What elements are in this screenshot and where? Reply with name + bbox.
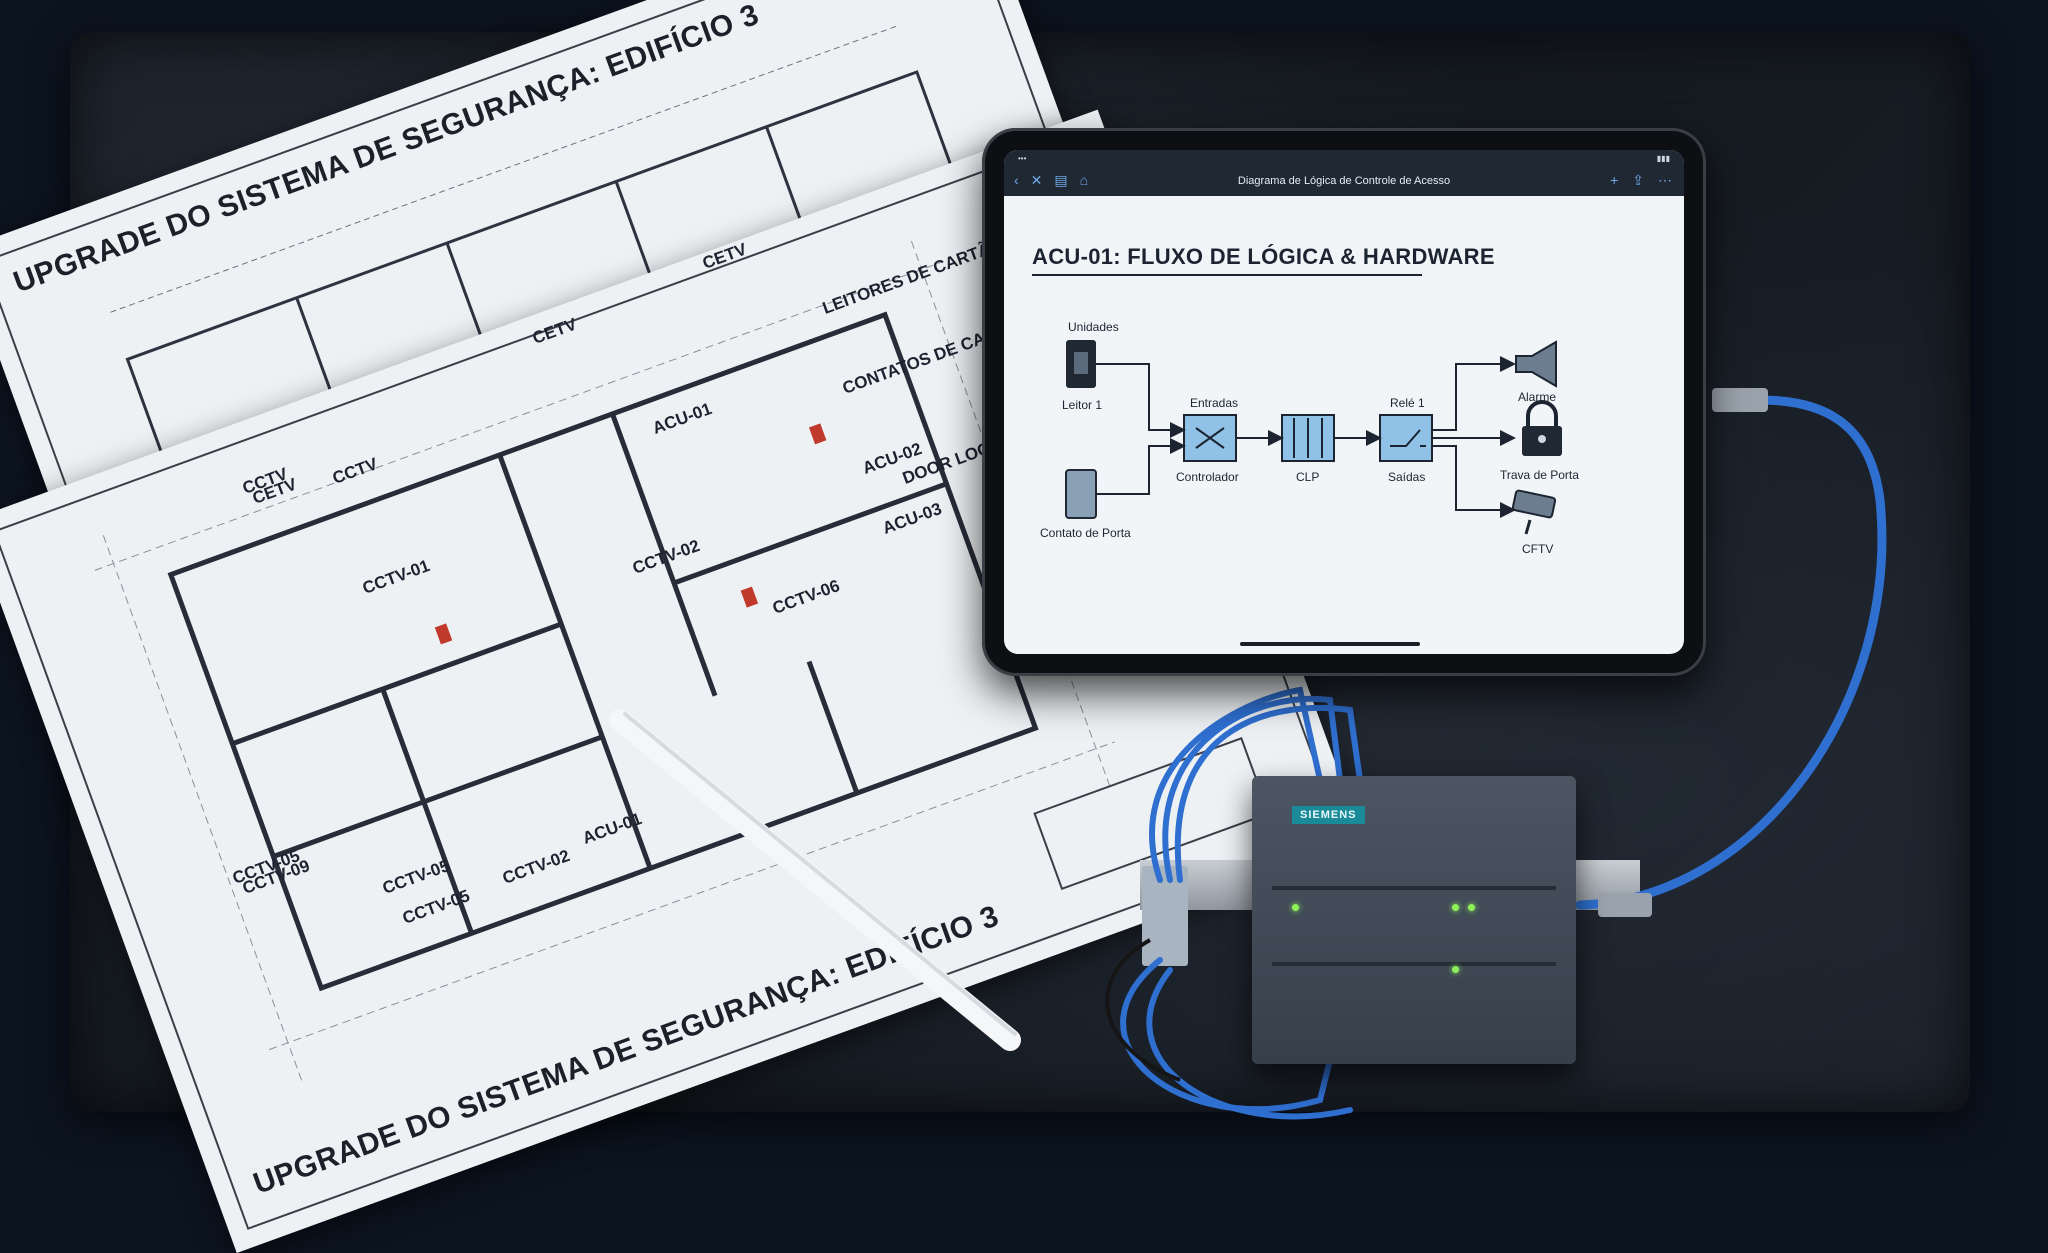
stylus [609,709,1021,1051]
door-lock-icon [1522,400,1562,456]
diagram-title-rule [1032,274,1422,276]
tablet-screen: ••• ▮▮▮ ‹ ✕ ▤ ⌂ Diagrama de Lógica de Co… [1004,150,1684,654]
wires [1105,388,1887,1120]
plc-led [1468,904,1475,911]
status-battery: ▮▮▮ [1656,153,1670,163]
photo-scene: UPGRADE DO SISTEMA DE SEGURANÇA: EDIFÍCI… [0,0,1970,1253]
add-icon[interactable]: + [1610,172,1619,188]
home-icon[interactable]: ⌂ [1079,172,1089,188]
label-door-contact: Contato de Porta [1040,526,1131,540]
plc-terminal-strip [1272,962,1556,966]
plc-led [1452,904,1459,911]
diagram-title: ACU-01: FLUXO DE LÓGICA & HARDWARE [1032,244,1495,269]
label-relay: Relé 1 [1390,396,1425,410]
relay-block [1379,414,1433,462]
nav-right-icons: + ⇪ ⋯ [1610,172,1672,189]
plc-terminal-strip [1272,886,1556,890]
cctv-camera-icon [1511,489,1557,535]
label-inputs: Entradas [1190,396,1239,410]
back-icon[interactable]: ‹ [1014,172,1019,188]
nav-left-icons: ‹ ✕ ▤ ⌂ [1014,172,1088,189]
app-nav-bar: ‹ ✕ ▤ ⌂ Diagrama de Lógica de Controle d… [1004,166,1684,196]
logic-diagram [1065,340,1562,535]
status-time: ••• [1018,153,1027,163]
plc-led [1452,966,1459,973]
label-reader: Leitor 1 [1062,398,1103,412]
status-bar: ••• ▮▮▮ [1004,150,1684,166]
more-icon[interactable]: ⋯ [1658,172,1672,188]
label-plc: CLP [1296,470,1320,484]
blueprint-sheet-front: UPGRADE DO SISTEMA DE SEGURANÇA: EDIFÍCI… [0,109,1365,1253]
plc-led [1292,904,1299,911]
layers-icon[interactable]: ▤ [1054,172,1068,188]
label-units-header: Unidades [1068,320,1119,334]
share-icon[interactable]: ⇪ [1632,172,1644,188]
tablet: ••• ▮▮▮ ‹ ✕ ▤ ⌂ Diagrama de Lógica de Co… [982,128,1706,676]
door-contact-device [1065,469,1097,519]
label-door-lock: Trava de Porta [1500,468,1579,482]
plc-brand: SIEMENS [1292,806,1365,824]
label-alarm: Alarme [1518,390,1557,404]
tools-icon[interactable]: ✕ [1030,172,1043,188]
home-indicator [1240,642,1420,646]
label-cctv: CFTV [1522,542,1554,556]
plc-controller: SIEMENS [1252,776,1576,1064]
label-outputs: Saídas [1388,470,1426,484]
floor-plan-front [94,241,1270,1081]
alarm-icon [1515,340,1557,388]
label-controller: Controlador [1176,470,1239,484]
app-title: Diagrama de Lógica de Controle de Acesso [1237,175,1451,187]
